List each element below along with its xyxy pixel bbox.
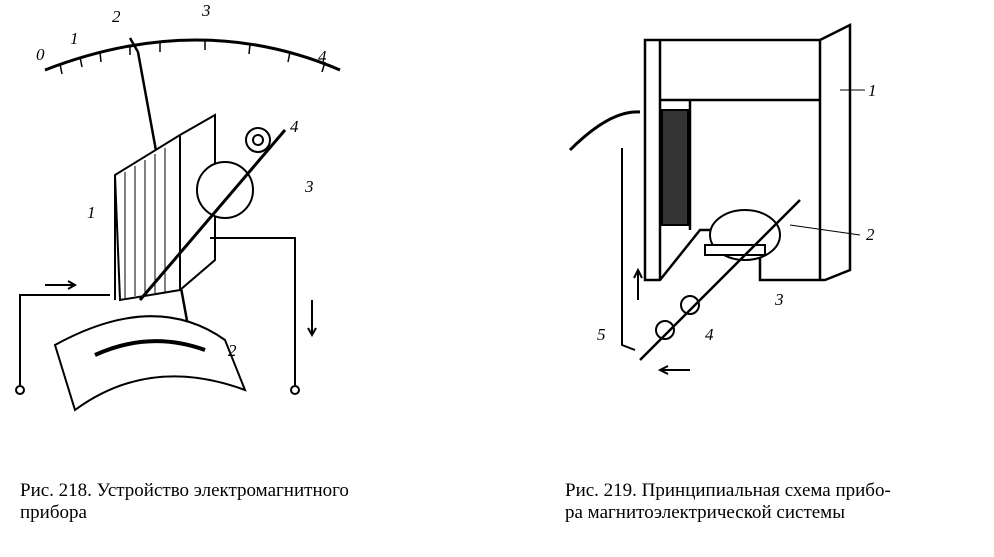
part-label-3-219: 3 bbox=[774, 290, 784, 309]
wire-left bbox=[19, 294, 110, 385]
part-label-2-219: 2 bbox=[866, 225, 875, 244]
scale-label-3: 3 bbox=[201, 1, 211, 20]
axis-219 bbox=[639, 199, 801, 361]
scale-label-2: 2 bbox=[112, 7, 121, 26]
spring-lower bbox=[655, 320, 675, 340]
current-arrow-left bbox=[657, 365, 690, 375]
damper-magnet bbox=[94, 339, 206, 357]
scale-ticks bbox=[59, 40, 326, 75]
current-arrow-out bbox=[307, 300, 317, 338]
current-arrow-up bbox=[633, 267, 643, 300]
pointer-219 bbox=[621, 148, 636, 351]
part-label-1-219: 1 bbox=[868, 81, 877, 100]
coil-windings bbox=[124, 148, 166, 298]
spring-center bbox=[252, 134, 264, 146]
caption-line: прибора bbox=[20, 502, 87, 523]
caption-line: Рис. 218. Устройство электромагнитного bbox=[20, 480, 349, 501]
spring bbox=[245, 127, 271, 153]
part-label-3: 3 bbox=[304, 177, 314, 196]
current-arrow-in bbox=[45, 280, 78, 290]
damper-sector bbox=[53, 315, 247, 412]
terminal-left bbox=[15, 385, 25, 395]
spring-upper bbox=[680, 295, 700, 315]
scale-label-0: 0 bbox=[36, 45, 45, 64]
part-label-4: 4 bbox=[290, 117, 299, 136]
scale-arc bbox=[44, 38, 341, 72]
leader-2 bbox=[789, 224, 861, 236]
figure-218-drawing: 0 1 2 3 4 1 2 3 4 bbox=[15, 1, 341, 412]
pole-piece bbox=[661, 109, 689, 226]
iron-core bbox=[196, 161, 254, 219]
caption-line: ра магнитоэлектрической системы bbox=[565, 502, 845, 523]
part-label-5-219: 5 bbox=[597, 325, 606, 344]
part-label-1: 1 bbox=[87, 203, 96, 222]
part-label-2: 2 bbox=[228, 341, 237, 360]
axis bbox=[138, 129, 287, 301]
figure-219-caption: Рис. 219. Принципиальная схема прибо- ра… bbox=[565, 480, 985, 524]
wire-right bbox=[210, 237, 296, 385]
terminal-right bbox=[290, 385, 300, 395]
coil-frame bbox=[704, 244, 766, 256]
magnet bbox=[643, 22, 852, 282]
part-label-4-219: 4 bbox=[705, 325, 714, 344]
scale-label-1: 1 bbox=[70, 29, 79, 48]
caption-line: Рис. 219. Принципиальная схема прибо- bbox=[565, 480, 891, 501]
figure-219-drawing: 1 2 3 4 5 bbox=[568, 22, 877, 375]
scale-219 bbox=[568, 110, 641, 152]
figure-218-caption: Рис. 218. Устройство электромагнитного п… bbox=[20, 480, 460, 524]
scale-label-4: 4 bbox=[318, 47, 327, 66]
